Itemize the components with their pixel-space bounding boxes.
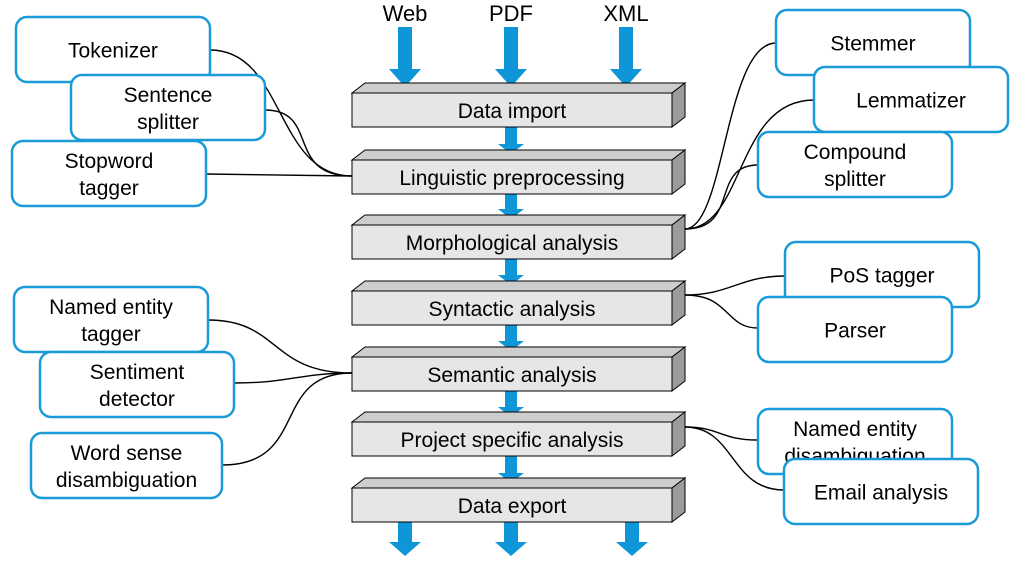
- component-label-line: Stemmer: [830, 33, 915, 56]
- input-label-web: Web: [383, 1, 428, 26]
- stage-data-import: Data import: [350, 81, 687, 129]
- component-named-entity-tagger: Named entity tagger: [12, 285, 210, 354]
- component-label-line: Named entity: [793, 418, 917, 441]
- component-label-line: Email analysis: [814, 482, 948, 505]
- stage-morphological-analysis: Morphological analysis: [350, 213, 687, 261]
- stage-label: Linguistic preprocessing: [399, 167, 624, 190]
- component-pos-tagger: PoS tagger: [783, 240, 981, 309]
- stage-label: Morphological analysis: [406, 232, 618, 255]
- stage-linguistic-preprocessing: Linguistic preprocessing: [350, 148, 687, 196]
- component-lemmatizer: Lemmatizer: [812, 65, 1010, 134]
- component-compound-splitter: Compound splitter: [756, 130, 954, 199]
- connector-email-analysis: [684, 426, 785, 491]
- component-label-line: splitter: [137, 111, 199, 134]
- component-sentence-splitter: Sentence splitter: [69, 73, 267, 142]
- input-label-xml: XML: [603, 1, 648, 26]
- input-labels: Web PDF XML: [383, 1, 649, 26]
- connector-stopword-tagger: [205, 173, 353, 177]
- component-label-line: splitter: [824, 168, 886, 191]
- component-label-line: Sentence: [124, 84, 213, 107]
- component-label-line: Named entity: [49, 296, 173, 319]
- component-label-line: disambiguation: [56, 469, 197, 492]
- component-email-analysis: Email analysis: [782, 457, 980, 526]
- stage-arrow-3: [498, 258, 524, 285]
- component-word-sense-disambiguation: Word sense disambiguation: [29, 431, 224, 500]
- component-boxes: TokenizerSentencesplitterStopwordtaggerS…: [10, 8, 1010, 526]
- stage-arrow-6: [498, 455, 524, 483]
- component-label-line: PoS tagger: [829, 265, 934, 288]
- component-sentiment-detector: Sentiment detector: [38, 350, 236, 419]
- connector-pos-tagger: [684, 275, 786, 296]
- component-label-line: Word sense: [71, 442, 183, 465]
- connector-word-sense-disambiguation: [221, 372, 353, 466]
- component-label-line: Lemmatizer: [856, 90, 966, 113]
- connector-stemmer: [684, 42, 777, 230]
- input-arrow-web: [389, 27, 421, 87]
- stage-project-specific-analysis: Project specific analysis: [350, 410, 687, 458]
- component-label-line: Sentiment: [90, 361, 185, 384]
- component-stopword-tagger: Stopword tagger: [10, 139, 208, 208]
- connector-parser: [684, 294, 759, 329]
- component-stemmer: Stemmer: [774, 8, 972, 77]
- output-arrow-right: [616, 522, 648, 556]
- stage-label: Data import: [458, 100, 567, 123]
- connector-sentiment-detector: [233, 372, 353, 384]
- component-label-line: Parser: [824, 320, 886, 343]
- connector-sentence-splitter: [264, 109, 353, 177]
- stage-arrow-1: [498, 127, 524, 154]
- stage-syntactic-analysis: Syntactic analysis: [350, 279, 687, 327]
- component-tokenizer: Tokenizer: [14, 15, 212, 84]
- input-label-pdf: PDF: [489, 1, 533, 26]
- output-arrow-center: [495, 522, 527, 556]
- connector-compound-splitter: [684, 164, 759, 230]
- component-label-line: Compound: [804, 141, 907, 164]
- connector-lines: [205, 42, 815, 491]
- flow-arrows: [389, 27, 648, 556]
- component-label-line: Stopword: [65, 150, 154, 173]
- component-parser: Parser: [756, 295, 954, 364]
- stage-label: Project specific analysis: [401, 429, 624, 452]
- stage-label: Syntactic analysis: [429, 298, 596, 321]
- output-arrow-left: [389, 522, 421, 556]
- stage-label: Data export: [458, 495, 567, 518]
- component-label-line: Tokenizer: [68, 40, 158, 63]
- stage-arrow-4: [498, 324, 524, 351]
- connector-lemmatizer: [684, 99, 815, 230]
- component-label-line: tagger: [81, 323, 141, 346]
- stage-arrow-5: [498, 390, 524, 417]
- stage-semantic-analysis: Semantic analysis: [350, 345, 687, 393]
- connector-named-entity-tagger: [207, 319, 353, 374]
- component-label-line: detector: [99, 388, 175, 411]
- stage-arrow-2: [498, 193, 524, 219]
- component-label-line: tagger: [79, 177, 139, 200]
- input-arrow-pdf: [495, 27, 527, 87]
- connector-named-entity-disambiguation: [684, 426, 759, 441]
- input-arrow-xml: [610, 27, 642, 87]
- stage-label: Semantic analysis: [427, 364, 596, 387]
- stage-data-export: Data export: [350, 476, 687, 524]
